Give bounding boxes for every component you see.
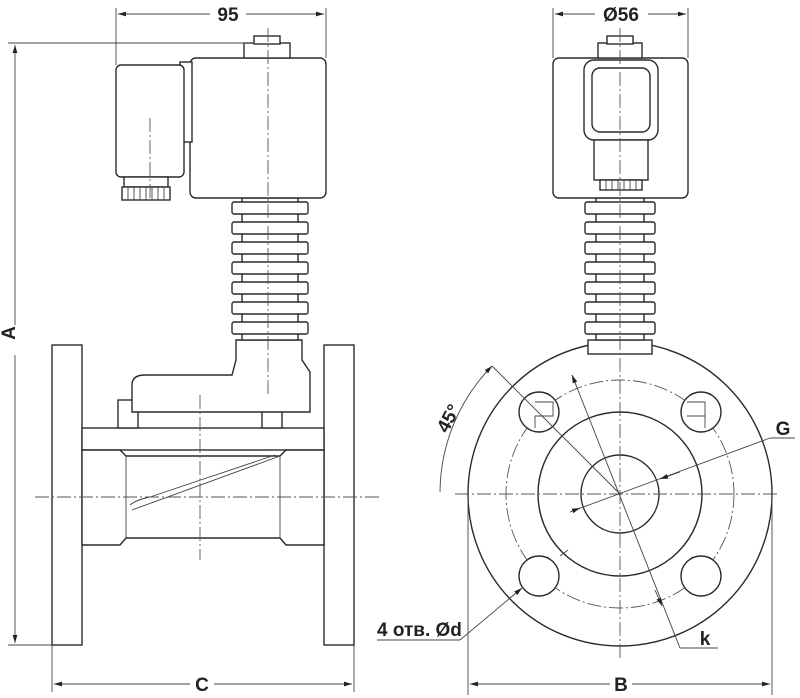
cooling-fins [231, 197, 309, 341]
bolt-holes [518, 391, 722, 597]
valve-body [81, 449, 325, 546]
dim-b-label: B [614, 675, 628, 696]
angle-45-label: 45° [433, 401, 465, 436]
right-flange [323, 344, 355, 646]
valve-cover [131, 339, 311, 413]
g-label: G [776, 419, 791, 440]
dim-95-label: 95 [217, 5, 239, 26]
dim-c-label: C [195, 675, 209, 696]
side-view: 95 A C [0, 5, 380, 696]
k-label: k [700, 629, 711, 650]
dim-a-label: A [0, 326, 20, 340]
top-nut [243, 42, 291, 59]
dim-56-label: Ø56 [603, 5, 639, 26]
holes-label: 4 отв. Ød [377, 620, 462, 641]
valve-bonnet-plate [81, 427, 325, 451]
left-flange [51, 344, 83, 646]
front-view: 45° k G 4 отв. Ød Ø56 B [377, 5, 795, 696]
coil [189, 57, 327, 199]
